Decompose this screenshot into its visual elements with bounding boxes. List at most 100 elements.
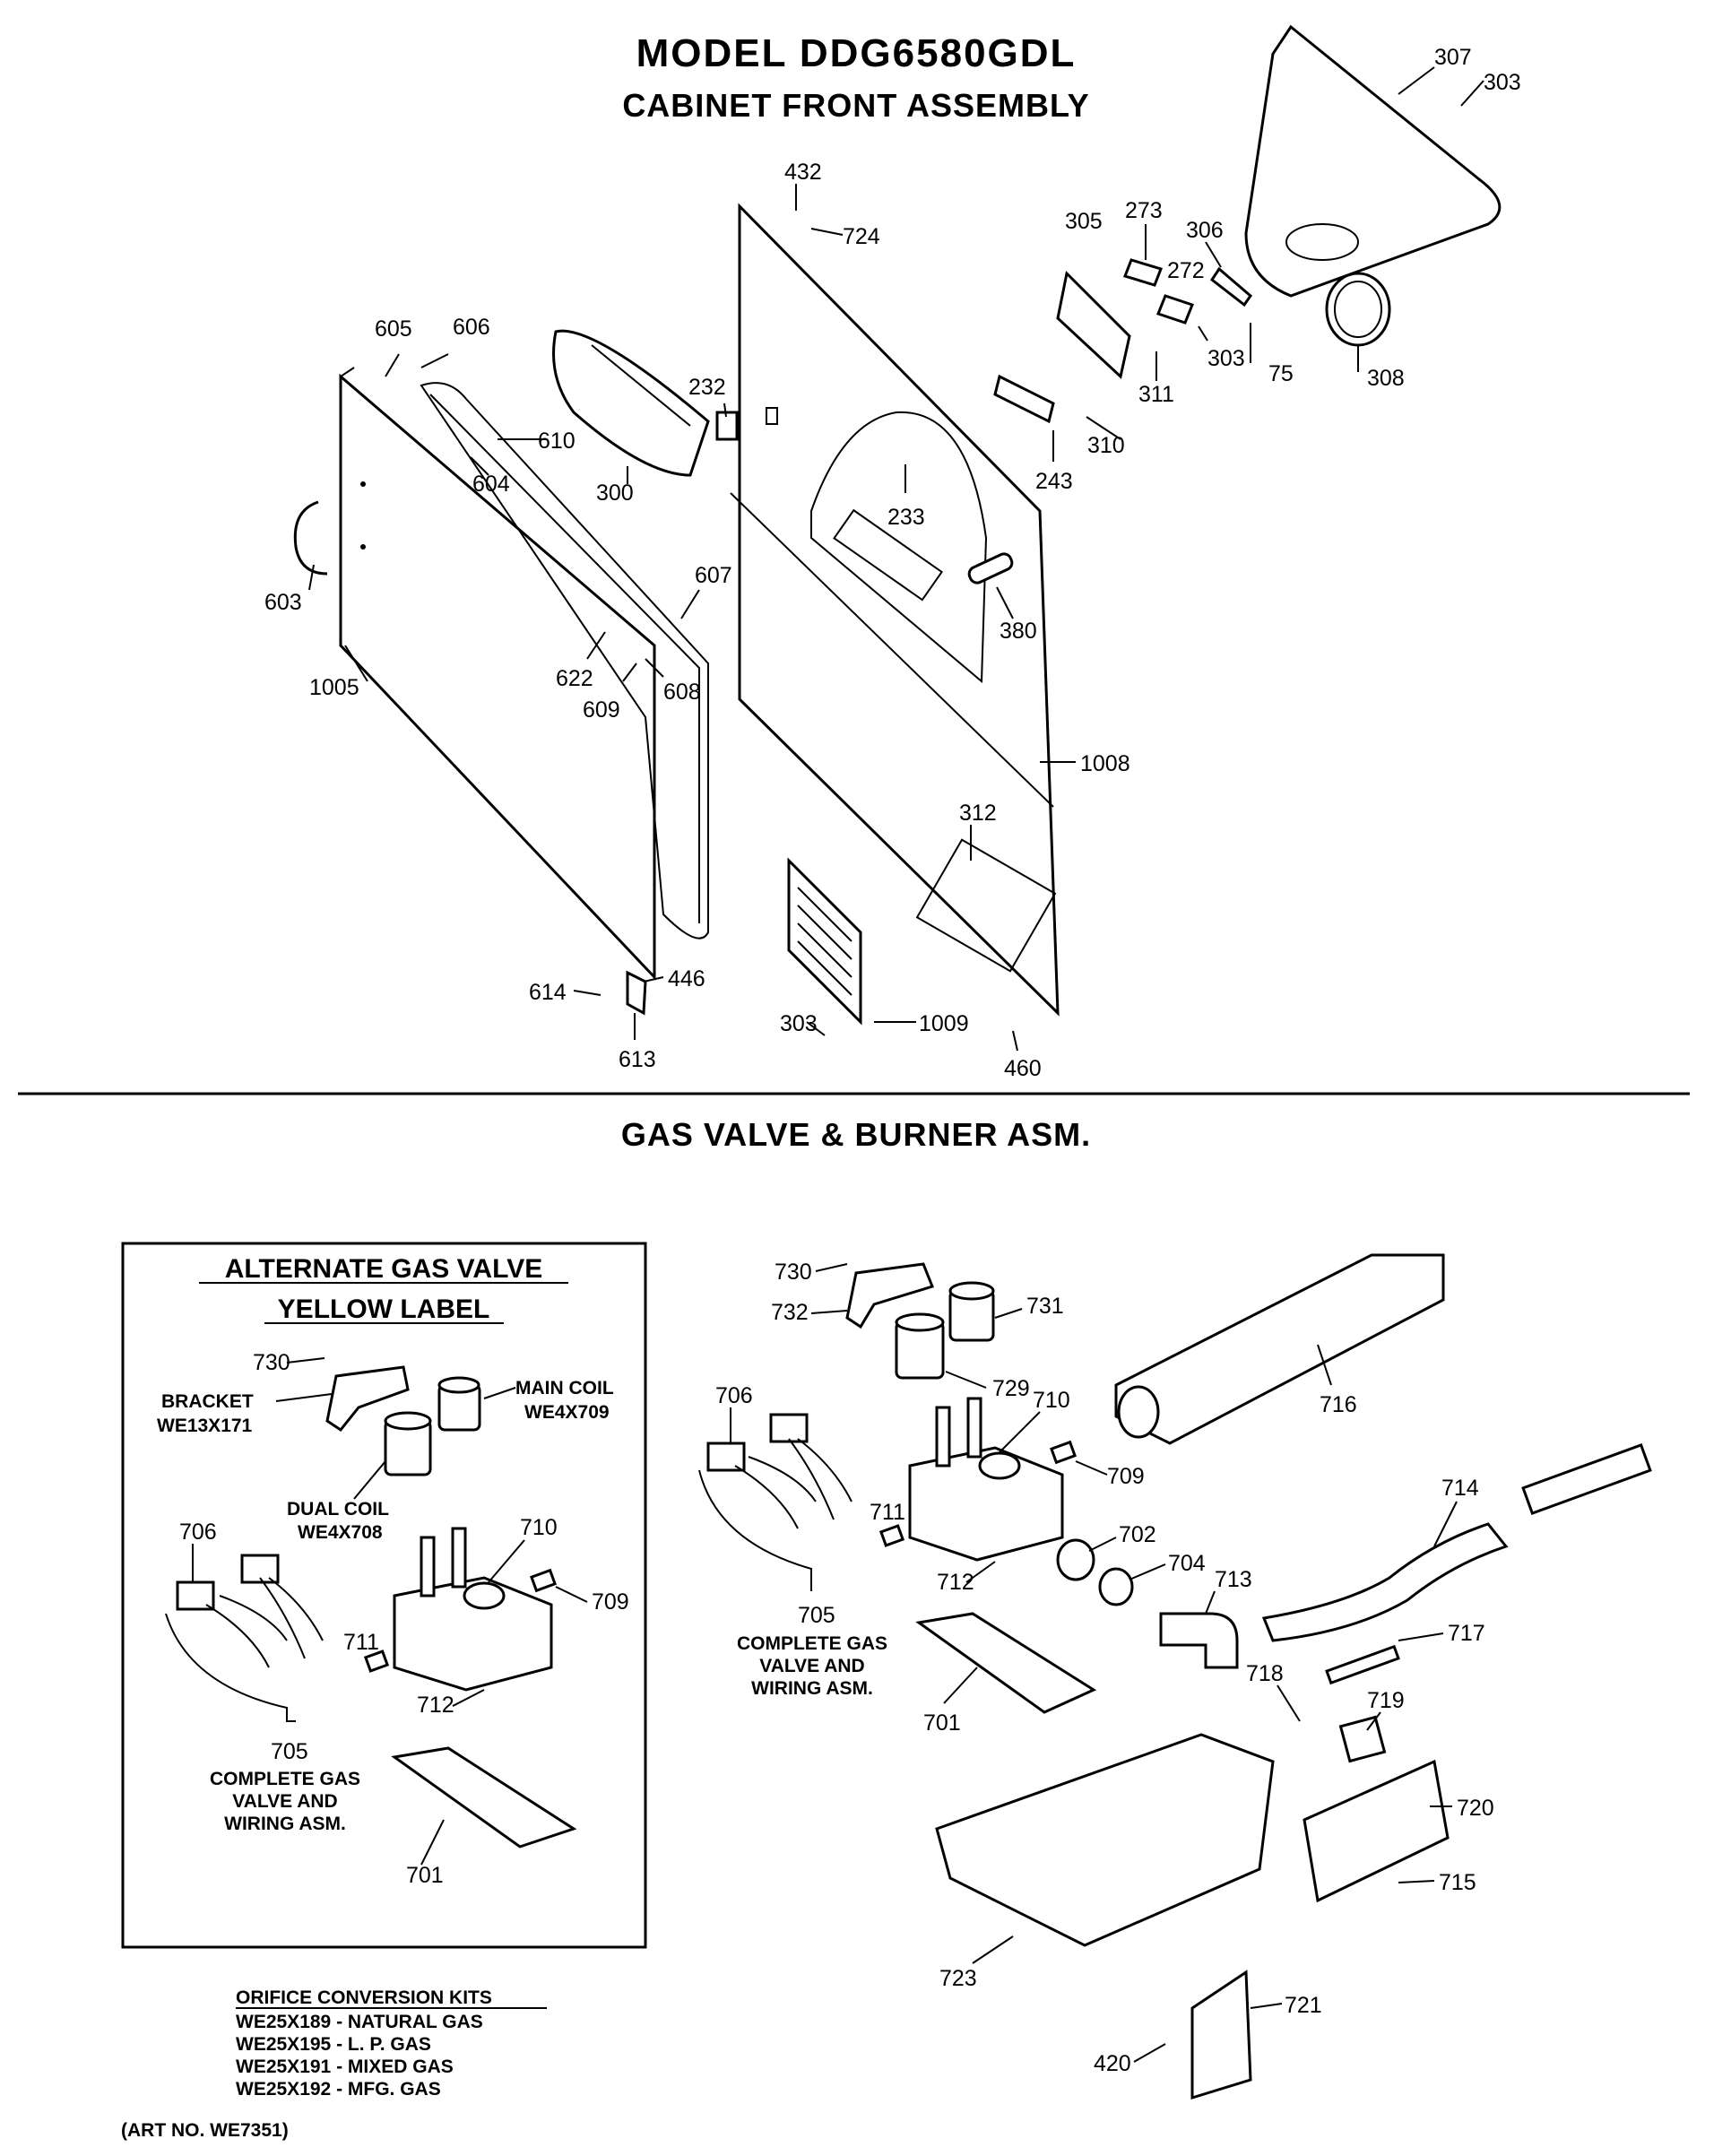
burner-callouts: 730 732 731 729 706 710 709 711 712 702 … xyxy=(715,1260,1494,2076)
sensor-719 xyxy=(1338,1715,1387,1763)
callout-420: 420 xyxy=(1094,2051,1131,2076)
plate-720 xyxy=(1303,1759,1450,1903)
callout-460: 460 xyxy=(1004,1056,1042,1081)
tube-714 xyxy=(1261,1522,1509,1642)
callout-702: 702 xyxy=(1119,1522,1156,1547)
callout-613: 613 xyxy=(619,1047,656,1072)
callout-446: 446 xyxy=(668,966,705,991)
callout-711: 711 xyxy=(343,1630,379,1655)
callout-723: 723 xyxy=(939,1966,977,1991)
callout-1009: 1009 xyxy=(919,1011,969,1036)
diagram-subtitle: CABINET FRONT ASSEMBLY xyxy=(622,87,1089,124)
callout-273: 273 xyxy=(1125,198,1163,223)
strip-310 xyxy=(993,374,1055,424)
callout-729: 729 xyxy=(992,1376,1030,1401)
coil-729 xyxy=(895,1312,945,1380)
fitting-711-right xyxy=(878,1524,905,1547)
callout-610: 610 xyxy=(538,429,576,454)
callout-272: 272 xyxy=(1167,258,1205,283)
front-panel-1005 xyxy=(339,367,656,981)
callout-232: 232 xyxy=(688,375,726,400)
switch-272 xyxy=(1156,294,1194,325)
callout-718: 718 xyxy=(1246,1661,1284,1686)
mounting-plate-701 xyxy=(391,1746,577,1849)
wire-harness-706 xyxy=(176,1554,324,1668)
callout-311: 311 xyxy=(1138,382,1174,407)
callout-712: 712 xyxy=(937,1570,974,1595)
orifice-kit-item: WE25X195 - L. P. GAS xyxy=(236,2034,431,2055)
callout-306: 306 xyxy=(1186,218,1224,243)
callout-712: 712 xyxy=(417,1693,454,1718)
callout-605: 605 xyxy=(375,316,412,342)
diagram-title: MODEL DDG6580GDL xyxy=(636,31,1077,75)
ring-308 xyxy=(1325,272,1391,347)
callout-706: 706 xyxy=(179,1520,217,1545)
callout-607: 607 xyxy=(695,563,732,588)
gas-valve-710 xyxy=(393,1527,553,1692)
panel-305 xyxy=(1056,270,1131,379)
dual-coil-we4x708 xyxy=(384,1411,432,1476)
callout-705: 705 xyxy=(271,1739,308,1764)
callout-603: 603 xyxy=(264,590,302,615)
callout-303: 303 xyxy=(780,1011,818,1036)
callout-1005: 1005 xyxy=(309,675,359,700)
callout-701: 701 xyxy=(406,1863,444,1888)
callout-710: 710 xyxy=(1033,1388,1070,1413)
callout-305: 305 xyxy=(1065,209,1103,234)
part-702 xyxy=(1056,1538,1095,1581)
callout-716: 716 xyxy=(1320,1392,1357,1417)
callout-310: 310 xyxy=(1087,433,1125,458)
orifice-kit-item: WE25X192 - MFG. GAS xyxy=(236,2079,441,2100)
callout-432: 432 xyxy=(784,160,822,185)
callout-606: 606 xyxy=(453,315,490,340)
roller-380 xyxy=(967,552,1014,584)
callout-710: 710 xyxy=(520,1515,558,1540)
hinge-613 xyxy=(626,970,647,1016)
bracket-306 xyxy=(1209,266,1253,307)
mounting-plate-701-right xyxy=(915,1612,1097,1714)
complete-gas-label: COMPLETE GAS xyxy=(210,1769,360,1789)
dual-coil-label: DUAL COIL xyxy=(287,1499,389,1520)
callout-609: 609 xyxy=(583,697,620,723)
callout-715: 715 xyxy=(1439,1870,1476,1895)
callout-724: 724 xyxy=(843,224,880,249)
callout-622: 622 xyxy=(556,666,593,691)
gas-valve-710-right xyxy=(908,1397,1064,1562)
callout-717: 717 xyxy=(1448,1621,1485,1646)
wiring-asm-label-right: WIRING ASM. xyxy=(751,1678,873,1699)
part-704 xyxy=(1098,1567,1134,1606)
callout-243: 243 xyxy=(1035,469,1073,494)
wiring-asm-label: WIRING ASM. xyxy=(224,1814,346,1834)
main-coil-part-number: WE4X709 xyxy=(524,1402,610,1423)
callout-706: 706 xyxy=(715,1383,753,1408)
elbow-713 xyxy=(1159,1612,1239,1669)
grille-1009 xyxy=(787,857,862,1026)
callout-714: 714 xyxy=(1441,1476,1479,1501)
callout-721: 721 xyxy=(1285,1993,1322,2018)
cabinet-callouts: 307 303 432 724 305 273 306 272 303 75 3… xyxy=(264,45,1521,1081)
callout-705: 705 xyxy=(798,1603,835,1628)
door-frame-610 xyxy=(420,382,709,939)
drum-front-307 xyxy=(1244,24,1502,298)
fitting-709 xyxy=(530,1568,557,1593)
callout-308: 308 xyxy=(1367,366,1405,391)
callout-720: 720 xyxy=(1457,1796,1494,1821)
callout-380: 380 xyxy=(1000,619,1037,644)
cabinet-leader-lines xyxy=(308,66,1484,1052)
bracket-232 xyxy=(715,411,739,441)
callout-701: 701 xyxy=(923,1710,961,1736)
alternate-gas-valve-box: ALTERNATE GAS VALVE YELLOW LABEL 730 BRA… xyxy=(121,1242,647,1949)
pipe xyxy=(1521,1443,1652,1515)
callout-719: 719 xyxy=(1367,1688,1405,1713)
orifice-kit-item: WE25X189 - NATURAL GAS xyxy=(236,2012,483,2032)
valve-and-label: VALVE AND xyxy=(232,1791,337,1812)
main-coil-we4x709 xyxy=(437,1376,481,1432)
callout-730: 730 xyxy=(253,1350,290,1375)
callout-312: 312 xyxy=(959,801,997,826)
lint-duct-300 xyxy=(552,329,710,477)
fitting-711 xyxy=(363,1649,390,1673)
callout-732: 732 xyxy=(771,1300,809,1325)
callout-303: 303 xyxy=(1484,70,1521,95)
